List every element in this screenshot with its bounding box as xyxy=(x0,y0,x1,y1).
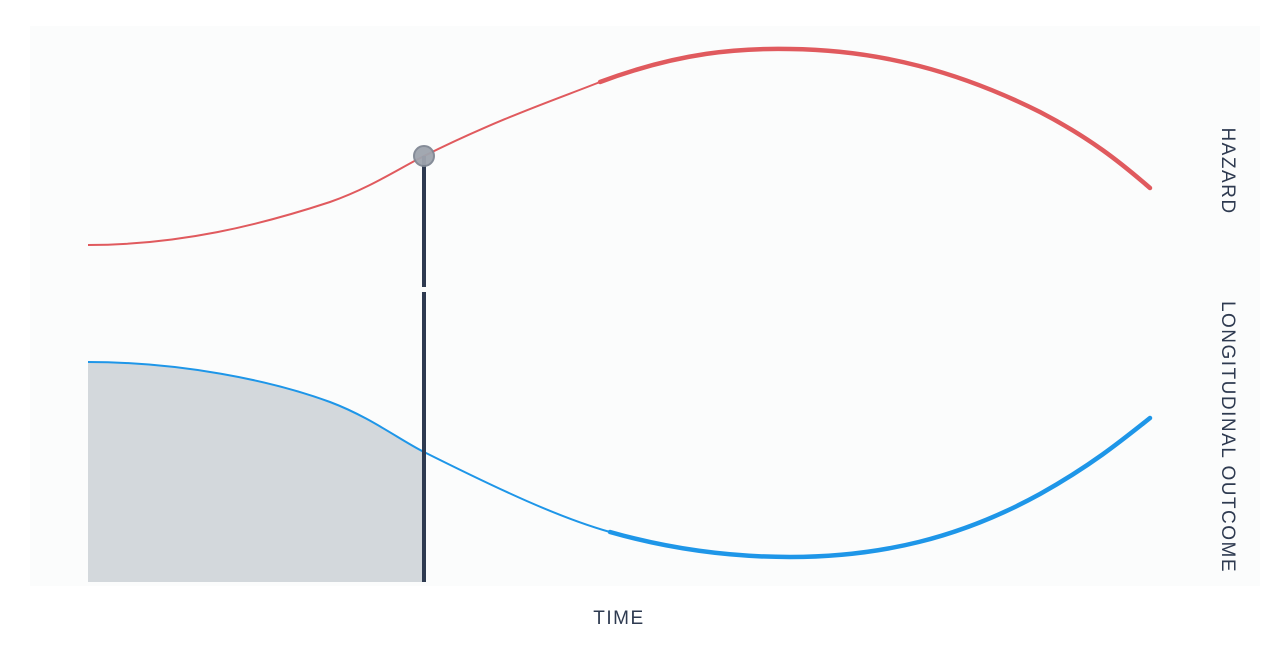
time-marker-dot[interactable] xyxy=(413,145,435,167)
x-axis-label: TIME xyxy=(593,608,644,629)
longitudinal-outcome-label: LONGITUDINAL OUTCOME xyxy=(1217,301,1238,573)
hazard-label: HAZARD xyxy=(1217,127,1238,214)
hazard-curve-thin xyxy=(87,81,601,246)
longitudinal-curve-thin xyxy=(87,361,611,533)
hazard-curve-thick xyxy=(597,46,1153,191)
shaded-history-area xyxy=(88,362,424,582)
longitudinal-curve-thick xyxy=(607,415,1153,560)
